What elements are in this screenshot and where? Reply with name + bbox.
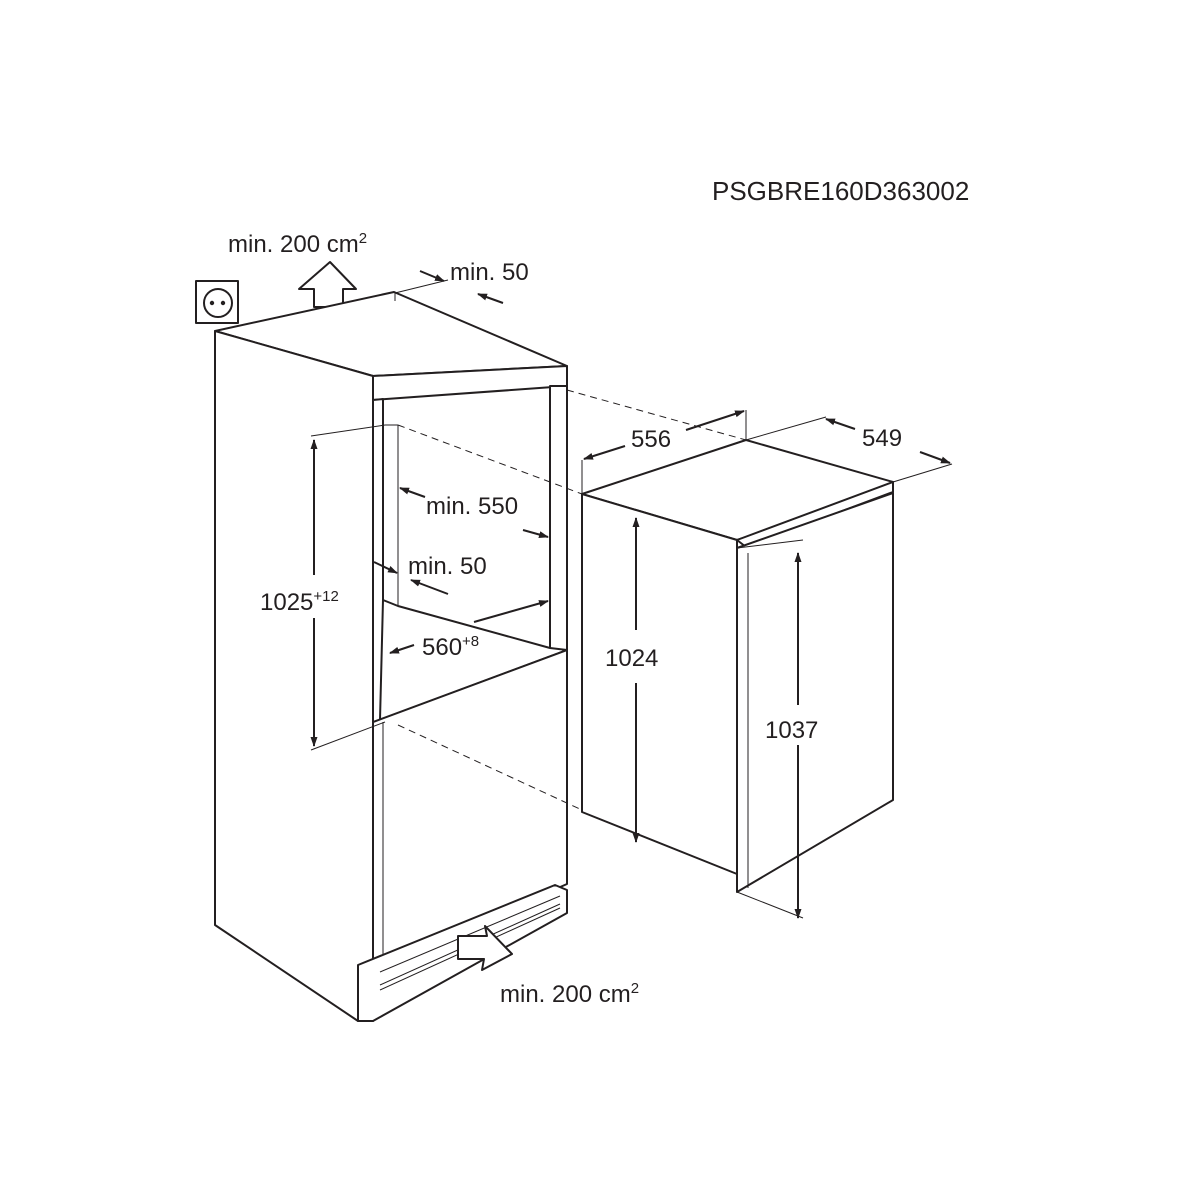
cabinet-right-post [549,385,568,651]
door-height-label: 1037 [765,717,818,744]
gap-rear-label: min. 50 [408,553,487,580]
gap-top-label: min. 50 [450,259,529,286]
arrow-right-icon [457,925,513,971]
depth-niche-label: min. 550 [426,493,518,520]
vent-top-label: min. 200 cm2 [228,230,367,258]
refrigerator-unit [581,439,894,893]
appliance-door [736,492,894,893]
door-trim [736,481,894,548]
kitchen-cabinet [214,291,568,1022]
appliance-width-label: 556 [631,426,671,453]
cabinet-lower-door [372,649,568,971]
power-socket-icon [195,280,239,324]
cabinet-side-panel [214,330,374,1022]
appliance-height-label: 1024 [605,645,658,672]
appliance-depth-label: 549 [862,425,902,452]
appliance-side [581,493,738,875]
diagram-code: PSGBRE160D363002 [712,176,969,206]
vent-bottom-label: min. 200 cm2 [500,980,639,1008]
arrow-up-icon [298,261,357,308]
niche-width-label: 560+8 [422,633,479,661]
niche-shelf [379,599,568,721]
niche-height-label: 1025+12 [260,588,339,616]
